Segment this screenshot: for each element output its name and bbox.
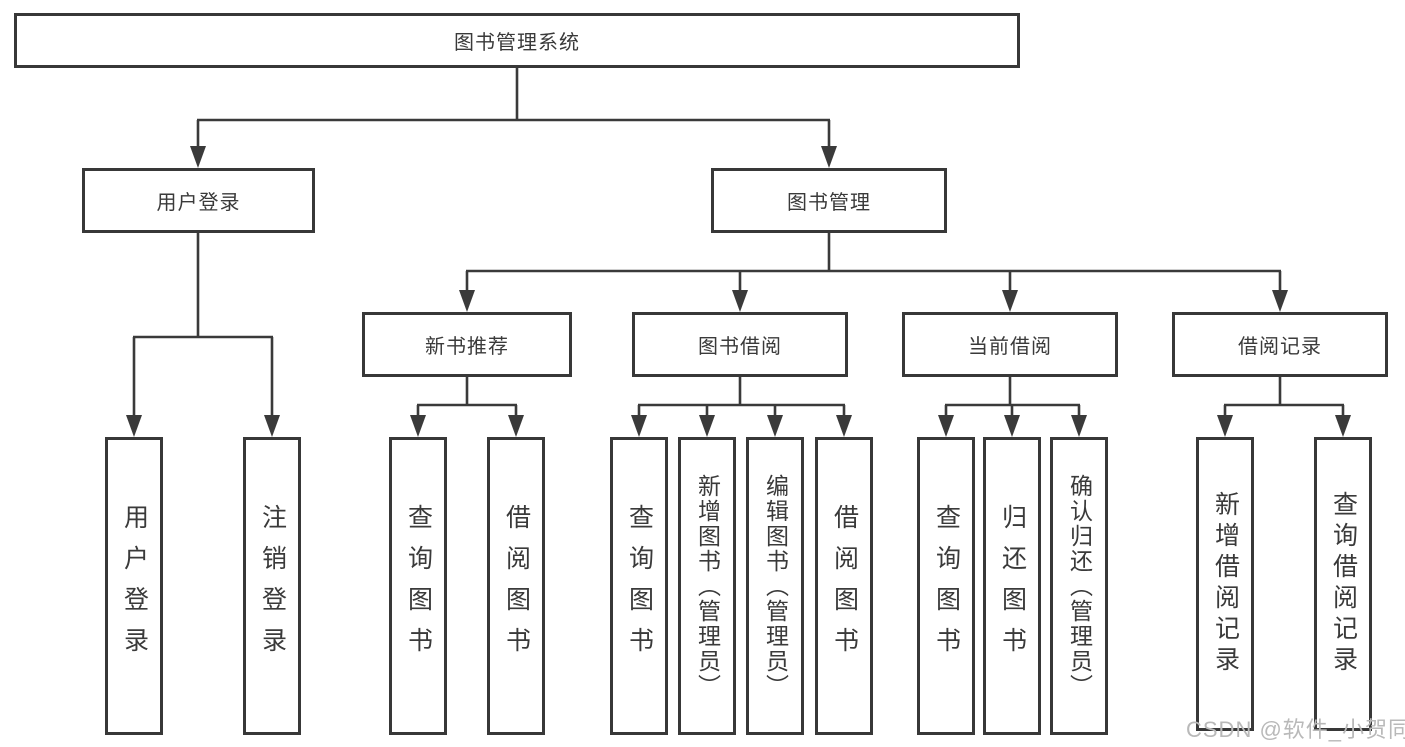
leaf-query-borrow-record-label: 查询借阅记录	[1329, 491, 1358, 677]
leaf-return-book: 归还图书	[983, 437, 1041, 735]
leaf-add-borrow-record: 新增借阅记录	[1196, 437, 1254, 731]
leaf-borrow-books-2-label: 借阅图书	[830, 504, 859, 668]
leaf-return-book-label: 归还图书	[998, 504, 1027, 668]
leaf-borrow-books-1-label: 借阅图书	[502, 504, 531, 668]
edge-records-to-leaves	[1217, 377, 1351, 437]
leaf-add-book-admin: 新增图书（管理员）	[678, 437, 736, 735]
leaf-borrow-books-1: 借阅图书	[487, 437, 545, 735]
edge-root-to-level2	[190, 68, 837, 168]
node-book-management-label: 图书管理	[787, 192, 871, 214]
node-root-system: 图书管理系统	[14, 13, 1020, 68]
leaf-user-login-label: 用户登录	[120, 504, 149, 668]
edge-current-borrow-to-leaves	[938, 377, 1087, 437]
node-user-login: 用户登录	[82, 168, 315, 233]
leaf-borrow-books-2: 借阅图书	[815, 437, 873, 735]
node-current-borrow: 当前借阅	[902, 312, 1118, 377]
node-book-borrow-label: 图书借阅	[698, 336, 782, 358]
edge-new-book-to-leaves	[410, 377, 524, 437]
leaf-query-borrow-record: 查询借阅记录	[1314, 437, 1372, 731]
watermark: CSDN @软件_小贺同学	[1186, 717, 1405, 742]
node-borrow-records: 借阅记录	[1172, 312, 1388, 377]
node-book-borrow: 图书借阅	[632, 312, 848, 377]
node-new-book-recommend-label: 新书推荐	[425, 336, 509, 358]
leaf-add-book-admin-label: 新增图书（管理员）	[694, 473, 721, 699]
node-book-management: 图书管理	[711, 168, 947, 233]
edge-book-mgmt-to-level3	[459, 233, 1288, 312]
leaf-user-login: 用户登录	[105, 437, 163, 735]
edge-user-login-to-leaves	[126, 233, 280, 437]
leaf-logout: 注销登录	[243, 437, 301, 735]
leaf-query-books-1-label: 查询图书	[404, 504, 433, 668]
leaf-query-books-3: 查询图书	[917, 437, 975, 735]
leaf-query-books-2: 查询图书	[610, 437, 668, 735]
node-borrow-records-label: 借阅记录	[1238, 336, 1322, 358]
leaf-query-books-2-label: 查询图书	[625, 504, 654, 668]
leaf-edit-book-admin-label: 编辑图书（管理员）	[762, 473, 789, 699]
node-new-book-recommend: 新书推荐	[362, 312, 572, 377]
edge-book-borrow-to-leaves	[631, 377, 852, 437]
node-root-label: 图书管理系统	[454, 32, 580, 54]
leaf-confirm-return-admin: 确认归还（管理员）	[1050, 437, 1108, 735]
leaf-query-books-3-label: 查询图书	[932, 504, 961, 668]
node-current-borrow-label: 当前借阅	[968, 336, 1052, 358]
leaf-confirm-return-admin-label: 确认归还（管理员）	[1066, 473, 1093, 699]
leaf-edit-book-admin: 编辑图书（管理员）	[746, 437, 804, 735]
leaf-logout-label: 注销登录	[258, 504, 287, 668]
node-user-login-label: 用户登录	[156, 192, 241, 214]
leaf-query-books-1: 查询图书	[389, 437, 447, 735]
leaf-add-borrow-record-label: 新增借阅记录	[1211, 491, 1240, 677]
